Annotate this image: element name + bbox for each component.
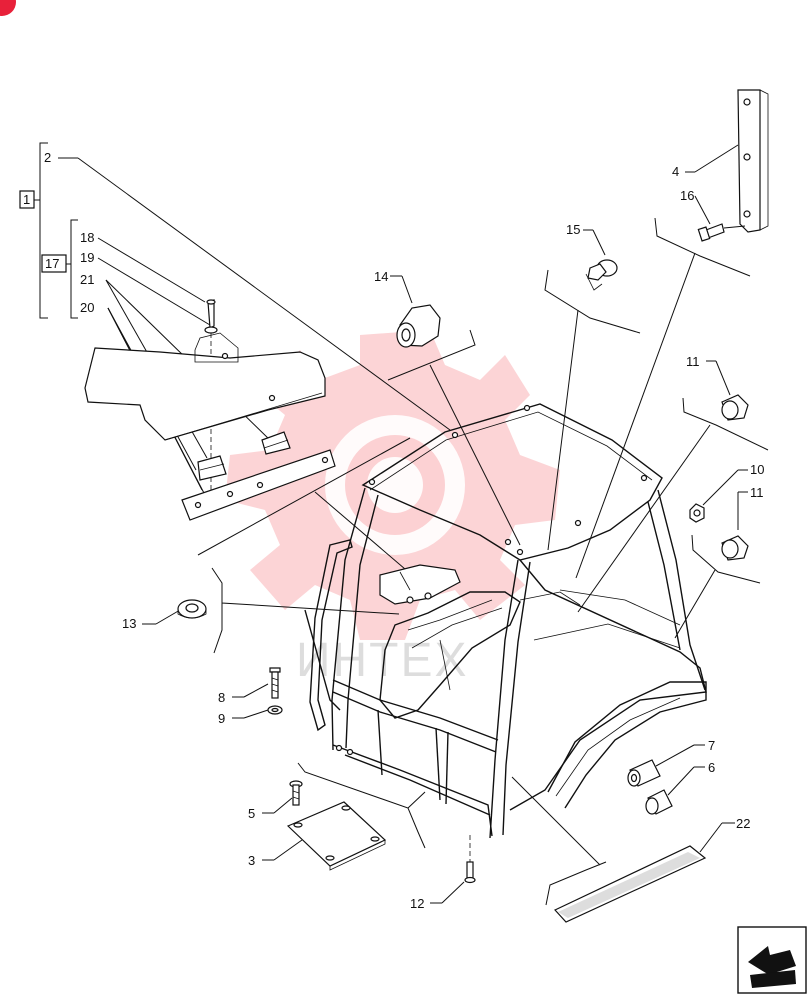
part-10-nut	[689, 503, 705, 523]
group-box-17	[41, 254, 67, 273]
part-12-screw	[464, 835, 476, 884]
part-7-spacer	[627, 759, 661, 787]
cab-frame	[304, 403, 707, 839]
label-11-lower: 11	[750, 485, 764, 500]
label-3: 3	[248, 853, 255, 868]
label-14: 14	[374, 269, 388, 284]
part-6-spacer	[645, 789, 673, 815]
part-8-bolt	[269, 667, 281, 699]
label-15: 15	[566, 222, 580, 237]
label-6: 6	[708, 760, 715, 775]
red-circle-icon	[0, 0, 16, 16]
label-12: 12	[410, 896, 424, 911]
part-18-screw	[206, 299, 216, 329]
arrow-back-icon[interactable]	[737, 926, 807, 994]
part-9-washer	[267, 705, 283, 715]
part-16-bolt	[697, 223, 746, 242]
label-11-top: 11	[686, 354, 700, 369]
label-16: 16	[680, 188, 694, 203]
group-box-1	[19, 190, 35, 209]
label-19: 19	[80, 250, 94, 265]
label-10: 10	[750, 462, 764, 477]
group-brackets	[19, 142, 78, 319]
part-11-plug-lower	[721, 535, 749, 561]
label-20: 20	[80, 300, 94, 315]
label-22: 22	[736, 816, 750, 831]
label-5: 5	[248, 806, 255, 821]
label-13: 13	[122, 616, 136, 631]
part-14-bushing	[396, 304, 441, 348]
part-3-plate	[286, 801, 387, 871]
part-15-plug	[585, 259, 618, 291]
part-4-bracket	[737, 89, 769, 233]
part-11-plug-top	[721, 394, 749, 421]
label-7: 7	[708, 738, 715, 753]
group-label-1: 1	[23, 192, 30, 207]
part-20-shield-panel	[84, 332, 336, 521]
label-2: 2	[44, 150, 51, 165]
label-4: 4	[672, 164, 679, 179]
label-9: 9	[218, 711, 225, 726]
watermark-logo: ИНТЕХ	[225, 330, 560, 687]
labels: 1 17 2 3 4 5 6 7 8 9 10 11 11 12 13 14 1…	[23, 150, 764, 911]
part-5-bolt	[289, 780, 303, 806]
label-18: 18	[80, 230, 94, 245]
part-21-clip	[197, 431, 291, 481]
label-8: 8	[218, 690, 225, 705]
group-label-17: 17	[45, 256, 59, 271]
part-13-washer	[177, 599, 207, 619]
part-22-strip	[554, 845, 707, 923]
label-21: 21	[80, 272, 94, 287]
